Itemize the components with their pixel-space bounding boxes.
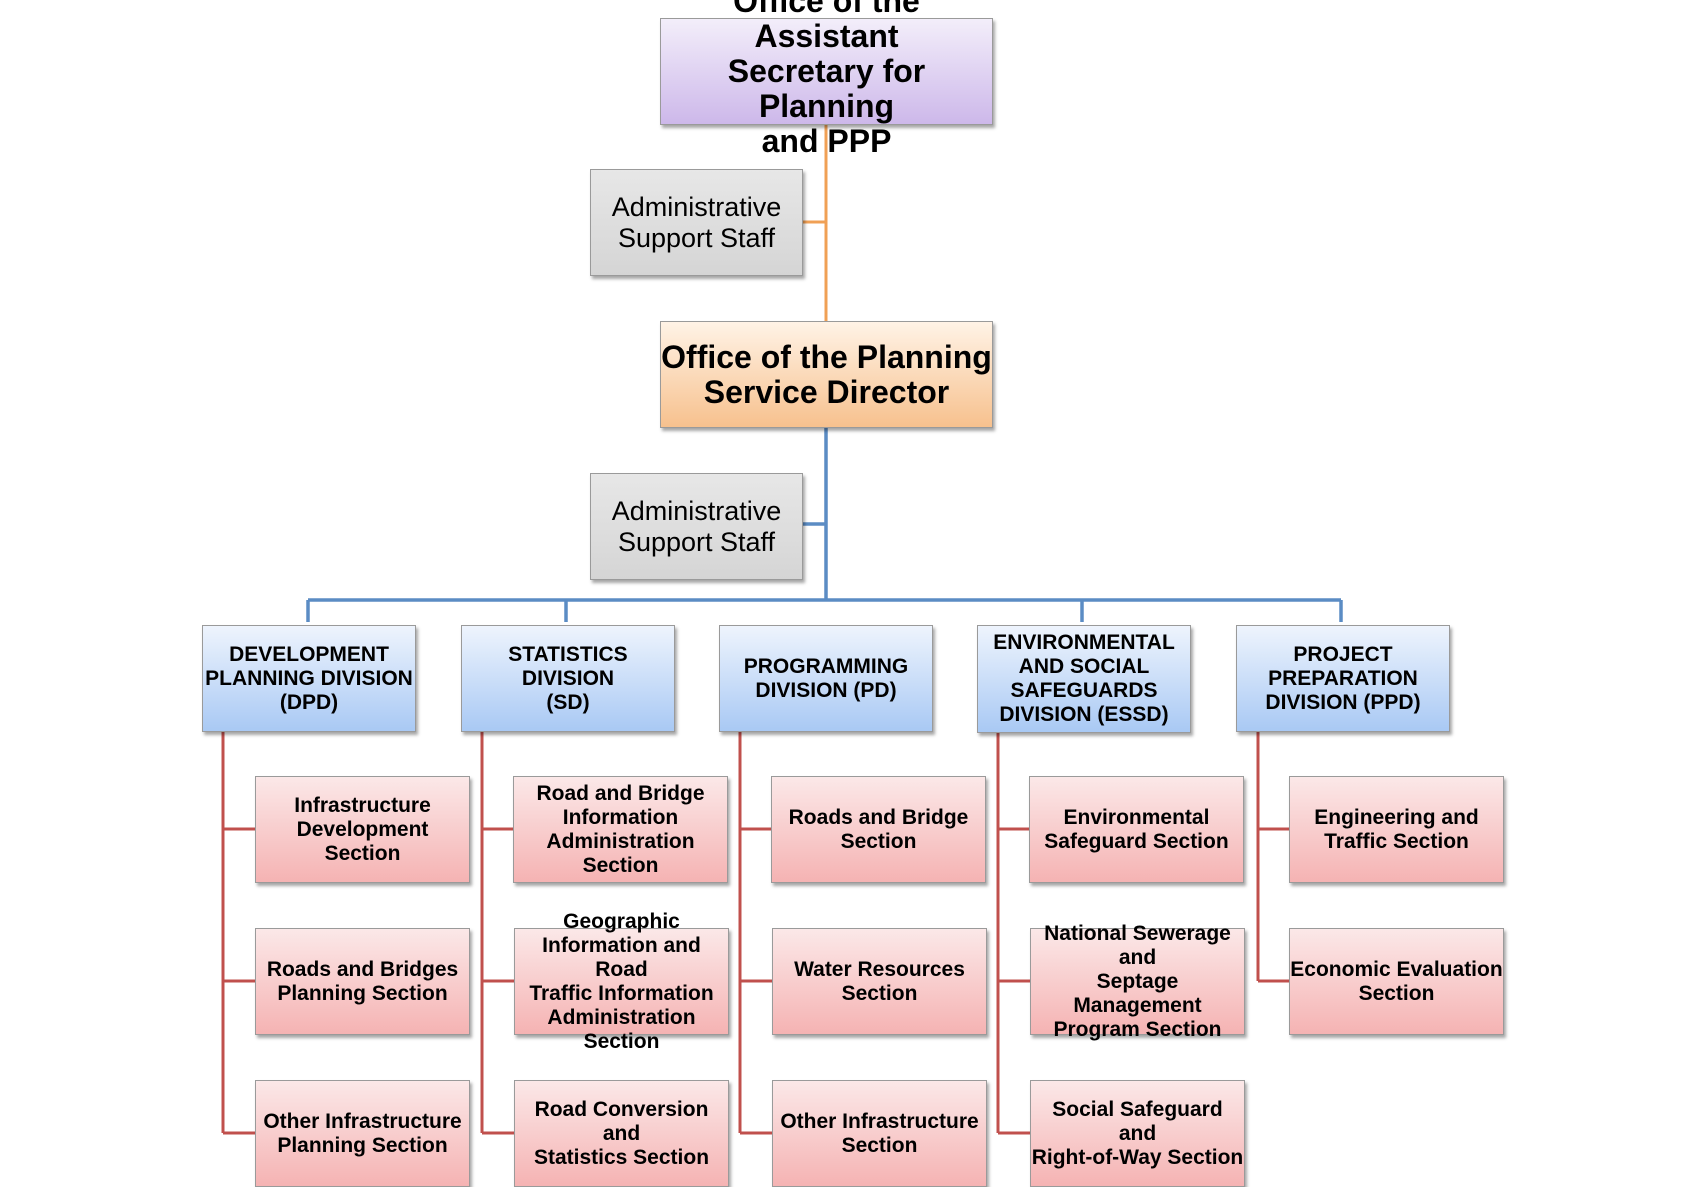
division-dpd-box: DEVELOPMENT PLANNING DIVISION (DPD) [202, 625, 416, 732]
assistant-secretary-office-box: Office of the Assistant Secretary for Pl… [660, 0, 993, 159]
section-label: Road and Bridge Information Administrati… [536, 781, 705, 877]
section-box: National Sewerage and Septage Management… [1030, 922, 1245, 1041]
section-box: Road and Bridge Information Administrati… [513, 776, 728, 883]
section-label: Engineering and Traffic Section [1314, 805, 1479, 853]
division-ppd-label: PROJECT PREPARATION DIVISION (PPD) [1265, 642, 1421, 714]
section-label: Roads and Bridge Section [788, 805, 969, 853]
section-box: Engineering and Traffic Section [1289, 776, 1504, 883]
section-box: Economic Evaluation Section [1289, 928, 1504, 1035]
section-box: Roads and Bridge Section [771, 776, 986, 883]
section-label: Road Conversion and Statistics Section [533, 1097, 710, 1169]
section-box: Water Resources Section [772, 928, 987, 1035]
assistant-secretary-office-label: Office of the Assistant Secretary for Pl… [727, 0, 926, 159]
division-sd-label: STATISTICS DIVISION (SD) [508, 642, 628, 714]
section-box: Environmental Safeguard Section [1029, 776, 1244, 883]
planning-director-office-box: Office of the Planning Service Director [660, 321, 993, 428]
section-label: Environmental Safeguard Section [1044, 805, 1229, 853]
director-admin-support-label: Administrative Support Staff [611, 495, 782, 557]
division-pd-box: PROGRAMMING DIVISION (PD) [719, 625, 933, 732]
planning-director-office-label: Office of the Planning Service Director [661, 338, 992, 410]
section-label: National Sewerage and Septage Management… [1044, 921, 1231, 1041]
section-box: Other Infrastructure Planning Section [255, 1080, 470, 1187]
section-label: Infrastructure Development Section [294, 793, 431, 865]
top-admin-support-box: Administrative Support Staff [590, 169, 803, 276]
section-label: Economic Evaluation Section [1290, 957, 1503, 1005]
section-box: Roads and Bridges Planning Section [255, 928, 470, 1035]
division-essd-label: ENVIRONMENTAL AND SOCIAL SAFEGUARDS DIVI… [993, 631, 1175, 726]
section-box: Geographic Information and Road Traffic … [514, 910, 729, 1053]
section-label: Social Safeguard and Right-of-Way Sectio… [1031, 1097, 1244, 1169]
section-label: Other Infrastructure Planning Section [263, 1109, 462, 1157]
section-label: Roads and Bridges Planning Section [266, 957, 459, 1005]
section-label: Water Resources Section [794, 957, 965, 1005]
top-admin-support-label: Administrative Support Staff [611, 191, 782, 253]
division-dpd-label: DEVELOPMENT PLANNING DIVISION (DPD) [205, 642, 413, 714]
section-box: Road Conversion and Statistics Section [514, 1080, 729, 1187]
section-label: Other Infrastructure Section [780, 1109, 979, 1157]
section-box: Other Infrastructure Section [772, 1080, 987, 1187]
section-label: Geographic Information and Road Traffic … [529, 909, 714, 1053]
division-ppd-box: PROJECT PREPARATION DIVISION (PPD) [1236, 625, 1450, 732]
section-box: Social Safeguard and Right-of-Way Sectio… [1030, 1080, 1245, 1187]
division-essd-box: ENVIRONMENTAL AND SOCIAL SAFEGUARDS DIVI… [977, 625, 1191, 733]
division-pd-label: PROGRAMMING DIVISION (PD) [743, 654, 909, 702]
division-sd-box: STATISTICS DIVISION (SD) [461, 625, 675, 732]
director-admin-support-box: Administrative Support Staff [590, 473, 803, 580]
section-box: Infrastructure Development Section [255, 776, 470, 883]
